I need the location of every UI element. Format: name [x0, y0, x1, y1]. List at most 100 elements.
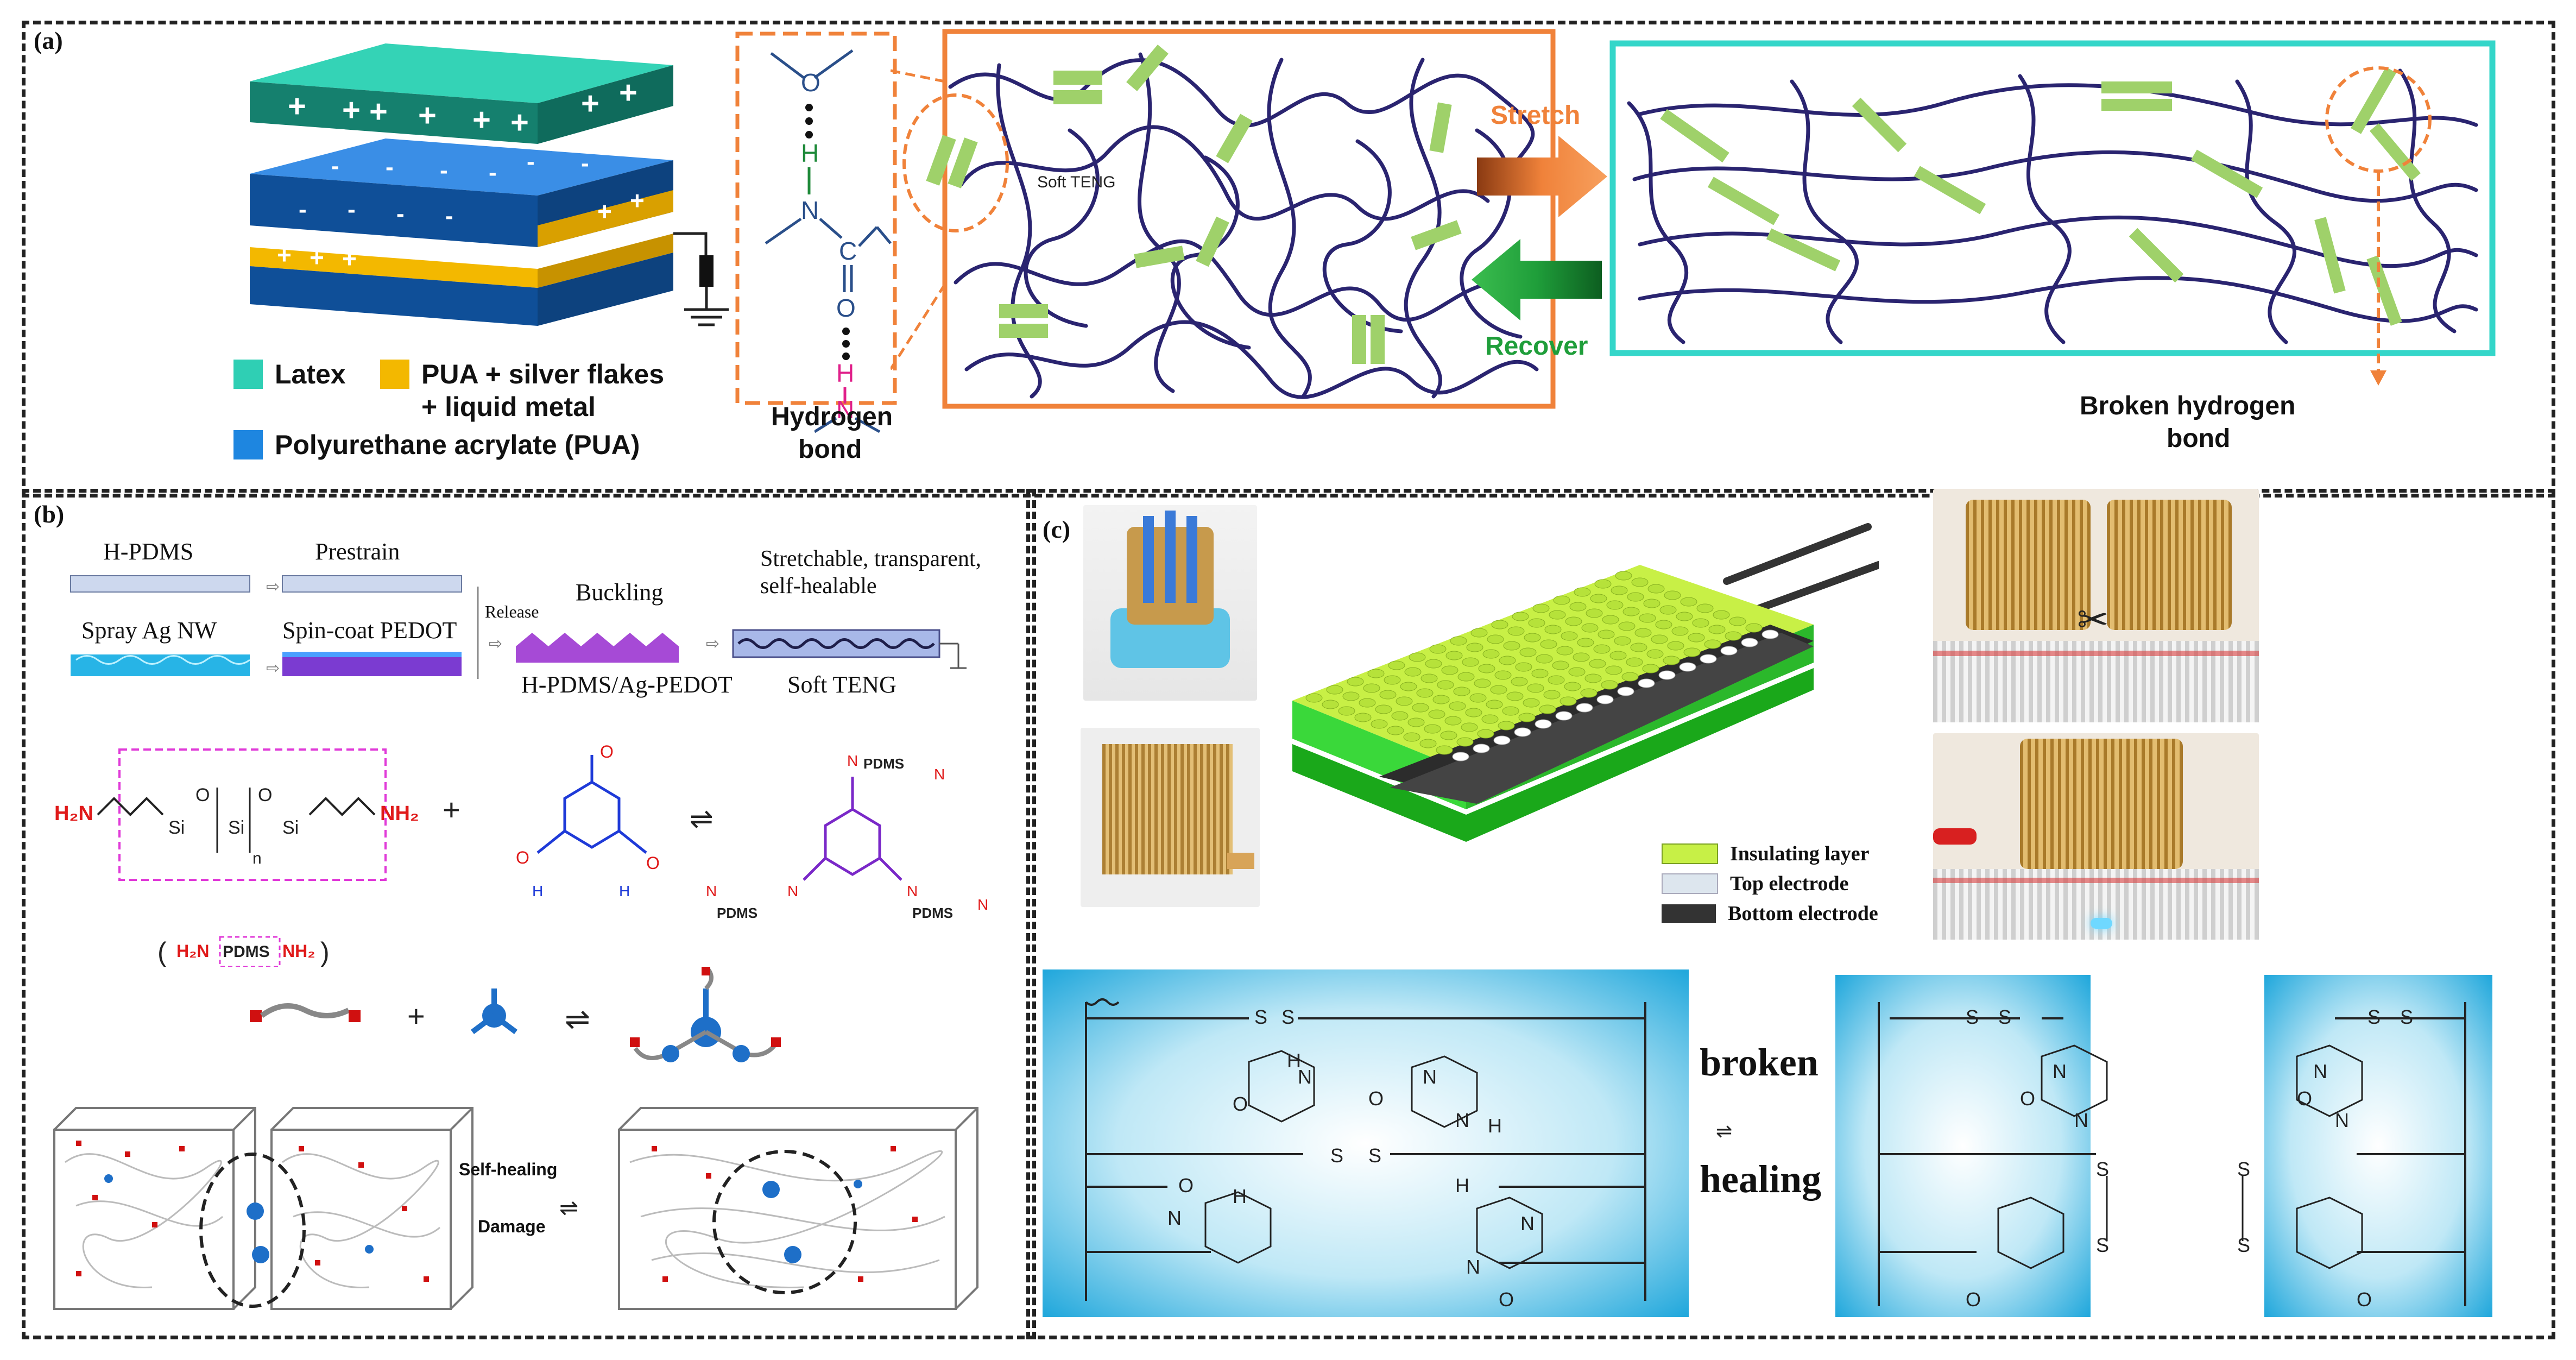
sensor-pixel [1618, 621, 1636, 631]
sensor-pixel [1499, 656, 1516, 665]
sensor-pixel [1523, 698, 1540, 708]
o-ald-2: O [516, 848, 529, 867]
svg-text:+: + [581, 86, 599, 121]
bracket-right: ) [320, 937, 330, 967]
insulating-swatch [1662, 843, 1718, 864]
o-2: O [258, 785, 272, 805]
si-2: Si [228, 817, 244, 838]
bottom-electrode-swatch [1662, 904, 1716, 923]
svg-text:-: - [527, 148, 535, 175]
s-atom-11: S [2237, 1158, 2250, 1180]
n-imine-1b: N [934, 766, 945, 783]
sensor-pixel [1388, 660, 1405, 670]
sensor-pixel [1371, 719, 1388, 729]
sensor-pixel [1470, 628, 1488, 638]
h2n-small: H₂N [176, 941, 209, 961]
svg-text:+: + [597, 197, 612, 225]
sensor-pixel [1621, 672, 1639, 682]
svg-text:+: + [619, 75, 637, 110]
sensor-pixel [1555, 711, 1573, 721]
sensor-pixel [1611, 585, 1628, 595]
sensor-pixel [1425, 659, 1442, 669]
n-atom-4: N [1167, 1207, 1182, 1229]
bracket-left: ( [157, 937, 167, 967]
s-atom-7: S [2367, 1006, 2381, 1028]
sensor-pixel [1326, 685, 1343, 695]
panel-c-frame [1026, 489, 2555, 1339]
sensor-pixel [1519, 647, 1537, 657]
release-label: Release [485, 602, 539, 621]
sensor-pixel [1469, 693, 1487, 703]
s-atom-6: S [1998, 1006, 2011, 1028]
legend-insulating: Insulating layer [1662, 842, 1870, 866]
sensor-pixel [1363, 683, 1380, 693]
svg-text:+: + [418, 98, 437, 133]
sensor-pixel [1450, 636, 1467, 646]
sensor-pixel [1506, 691, 1524, 701]
svg-text:+: + [369, 94, 388, 129]
sensor-array-render [1292, 523, 1879, 842]
sensor-pixel [1576, 703, 1593, 713]
n-imine-1: N [847, 752, 858, 769]
damage-label: Damage [478, 1217, 546, 1236]
sensor-pixel [1643, 599, 1660, 608]
sensor-pixel [1441, 665, 1459, 675]
self-healing-label: Self-healing [459, 1160, 558, 1179]
stretch-label: Stretch [1491, 101, 1581, 130]
sensor-pixel [1622, 607, 1640, 616]
svg-text:-: - [489, 159, 497, 186]
prestrain-label: Prestrain [315, 538, 400, 565]
sensor-pixel [1659, 605, 1677, 615]
broken-label: broken [1700, 1041, 1819, 1084]
sensor-pixel [1589, 659, 1606, 669]
sensor-pixel [1700, 654, 1717, 664]
sensor-pixel [1428, 709, 1445, 719]
sensor-pixel [1605, 665, 1622, 675]
h2n-text: H₂N [54, 802, 93, 825]
sensor-pixel [1590, 594, 1607, 603]
sensor-pixel [1429, 644, 1447, 654]
sensor-pixel [1614, 636, 1631, 646]
n-atom-5: N [1520, 1212, 1535, 1235]
sensor-pixel [1540, 639, 1557, 649]
sensor-pixel [1527, 683, 1544, 693]
recover-label: Recover [1485, 332, 1588, 361]
sensor-pixel [1347, 677, 1364, 687]
top-electrode-swatch [1662, 873, 1718, 894]
sensor-pixel [1404, 667, 1422, 677]
n-atom-6: N [1466, 1256, 1480, 1278]
sensor-pixel [1683, 647, 1701, 657]
sensor-pixel [1503, 641, 1520, 651]
panel-b-label: (b) [34, 500, 65, 528]
healing-label: healing [1700, 1157, 1822, 1201]
o-atom-2: O [1368, 1087, 1384, 1110]
svg-text:+: + [310, 243, 324, 272]
o-atom-7: O [1966, 1288, 1981, 1311]
s-atom-12: S [2237, 1234, 2250, 1256]
svg-text:-: - [440, 157, 448, 184]
sensor-pixel [1577, 638, 1594, 647]
sensor-pixel [1391, 711, 1409, 721]
sensor-pixel [1462, 657, 1479, 667]
sensor-pixel [1536, 654, 1553, 664]
si-1: Si [168, 817, 185, 838]
sensor-pixel [1761, 629, 1779, 639]
repaired-array-photo [1933, 733, 2259, 940]
sensor-pixel [1420, 673, 1438, 683]
sensor-pixel [1482, 649, 1500, 659]
sensor-pixel [1466, 643, 1483, 652]
svg-text:⇌: ⇌ [1716, 1120, 1732, 1142]
nh2-small: NH₂ [282, 941, 315, 961]
atom-n-2: N [836, 395, 854, 424]
sensor-pixel [1642, 664, 1659, 673]
n-subscript: n [252, 849, 262, 867]
panel-a-frame [22, 21, 2555, 498]
o-atom-3: O [1178, 1174, 1194, 1197]
sensor-pixel [1679, 662, 1696, 672]
sensor-pixel [1478, 664, 1495, 673]
broken-hbond-label-2: bond [2167, 424, 2231, 453]
o-1: O [195, 785, 210, 805]
sensor-pixel [1598, 629, 1615, 639]
sensor-pixel [1461, 722, 1478, 732]
plus-1: + [443, 792, 460, 827]
